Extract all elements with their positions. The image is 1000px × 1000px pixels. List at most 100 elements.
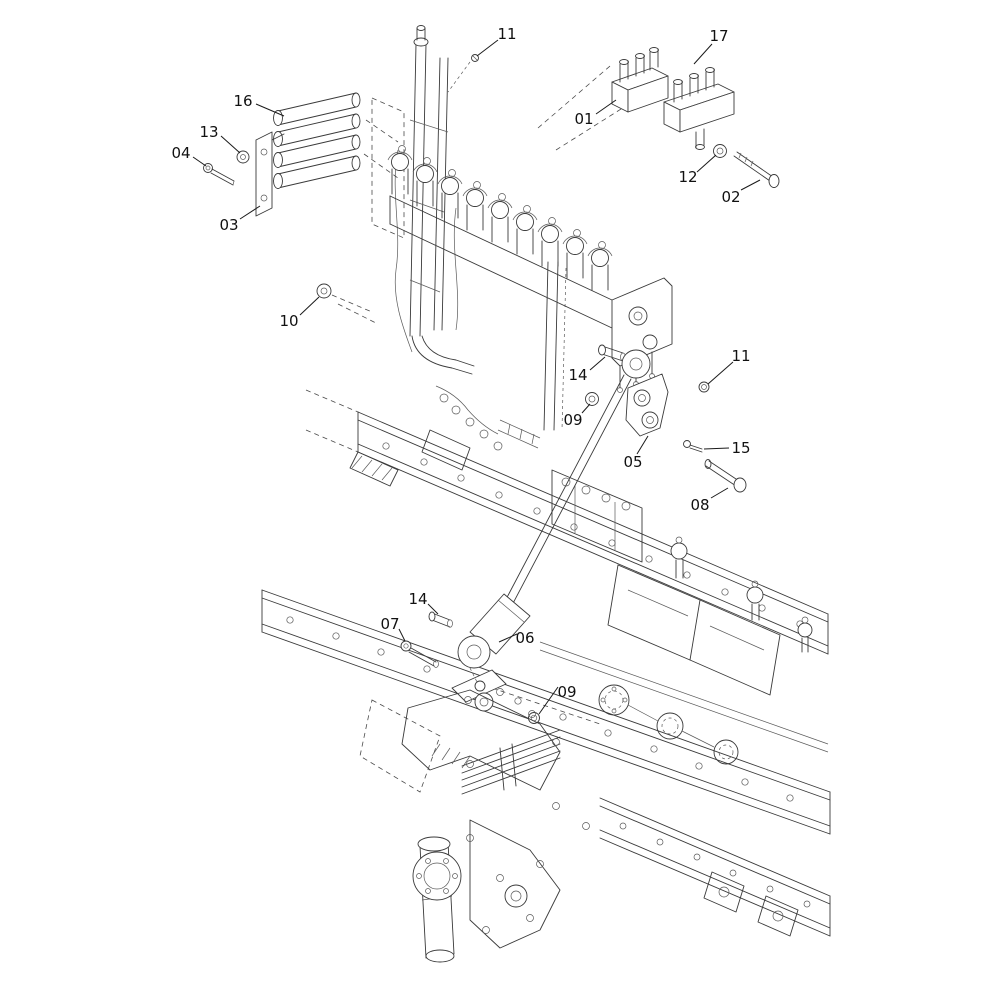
callout-03: 03 [219, 205, 261, 234]
callouts: 11 17 16 01 13 04 12 02 [171, 25, 761, 715]
pin-08 [704, 459, 747, 493]
callout-14-upper: 14 [568, 356, 606, 384]
callout-label: 15 [731, 439, 750, 457]
callout-label: 11 [731, 347, 750, 365]
callout-label: 03 [219, 216, 238, 234]
upper-rail-holes [382, 442, 804, 628]
cylinder-eye [457, 635, 491, 669]
axle-bolts [464, 688, 590, 934]
leader-line [707, 361, 734, 385]
leader-line [398, 628, 406, 642]
callout-09-lower: 09 [538, 683, 577, 715]
flange-circles [598, 684, 739, 765]
callout-label: 01 [574, 110, 593, 128]
cylinder-barrel [469, 593, 531, 655]
callout-label: 13 [199, 123, 218, 141]
callout-11-top: 11 [476, 25, 517, 57]
pin-14-upper [598, 344, 626, 362]
leader-line [299, 296, 320, 316]
block2-pins [673, 67, 715, 150]
small-hardware [203, 54, 780, 725]
nut-11-right [698, 381, 710, 393]
callout-14-lower: 14 [408, 590, 439, 615]
nut-09-lower [528, 712, 540, 724]
fitting-blocks [611, 47, 735, 150]
callout-11-right: 11 [707, 347, 751, 385]
rail-bracket-hatch [349, 451, 399, 487]
leader-line [427, 603, 439, 615]
leader-line [476, 39, 499, 57]
washer-09-upper [585, 392, 599, 406]
rail-top-fittings [670, 536, 813, 653]
reservoir-box [551, 469, 643, 563]
chassis-frame [261, 389, 831, 937]
bolt-15 [683, 440, 703, 453]
callout-09-upper: 09 [563, 403, 591, 429]
callout-label: 14 [568, 366, 587, 384]
valve-bank [387, 65, 673, 563]
bolt-04 [203, 163, 235, 186]
callout-label: 09 [563, 411, 582, 429]
washer-13 [236, 150, 250, 164]
callout-12: 12 [678, 154, 717, 186]
leader-line [636, 435, 649, 455]
washer-10 [316, 283, 332, 299]
bracket-03 [255, 131, 273, 217]
callout-label: 17 [709, 27, 728, 45]
callout-label: 10 [279, 312, 298, 330]
callout-15: 15 [703, 439, 751, 457]
leaf-spring [461, 729, 561, 795]
callout-label: 02 [721, 188, 740, 206]
mast [371, 25, 567, 431]
leader-line [696, 154, 717, 173]
callout-label: 08 [690, 496, 709, 514]
callout-05: 05 [623, 435, 649, 471]
callout-label: 07 [380, 615, 399, 633]
callout-label: 16 [233, 92, 252, 110]
hydraulic-cylinder [451, 349, 651, 712]
callout-10: 10 [279, 296, 320, 330]
valve-sections [387, 145, 613, 291]
callout-label: 11 [497, 25, 516, 43]
callout-label: 06 [515, 629, 534, 647]
callout-13: 13 [199, 123, 241, 154]
leader-line [595, 99, 617, 115]
leader-line [192, 156, 207, 167]
arm-hatch [431, 743, 471, 769]
hose-bundle-16 [255, 92, 399, 217]
bolt-07 [400, 640, 439, 668]
pin-14-lower [428, 611, 453, 628]
leader-line [589, 356, 606, 371]
leader-line [740, 179, 761, 191]
washer-12 [713, 144, 727, 158]
leader-line [693, 43, 713, 65]
callout-16: 16 [233, 92, 285, 117]
callout-17: 17 [693, 27, 729, 65]
callout-label: 05 [623, 453, 642, 471]
axle-assembly [359, 688, 590, 963]
bolt-02 [733, 151, 780, 188]
leader-line [220, 135, 241, 154]
callout-label: 09 [557, 683, 576, 701]
hose-greeble [421, 385, 541, 471]
callout-04: 04 [171, 144, 207, 167]
callout-label: 12 [678, 168, 697, 186]
leader-line [255, 103, 285, 117]
leader-line [581, 403, 591, 414]
callout-label: 04 [171, 144, 190, 162]
bottom-rail-holes [619, 822, 811, 908]
callout-label: 14 [408, 590, 427, 608]
callout-02: 02 [721, 179, 761, 206]
screw-11-top [471, 54, 479, 62]
callout-08: 08 [690, 487, 729, 514]
leader-line [710, 487, 729, 499]
callout-06: 06 [498, 629, 535, 647]
leader-line [703, 447, 730, 450]
leader-line [538, 686, 559, 715]
callout-01: 01 [574, 99, 617, 128]
block1-pins [619, 47, 659, 83]
callout-07: 07 [380, 615, 406, 642]
leader-line [498, 633, 518, 643]
